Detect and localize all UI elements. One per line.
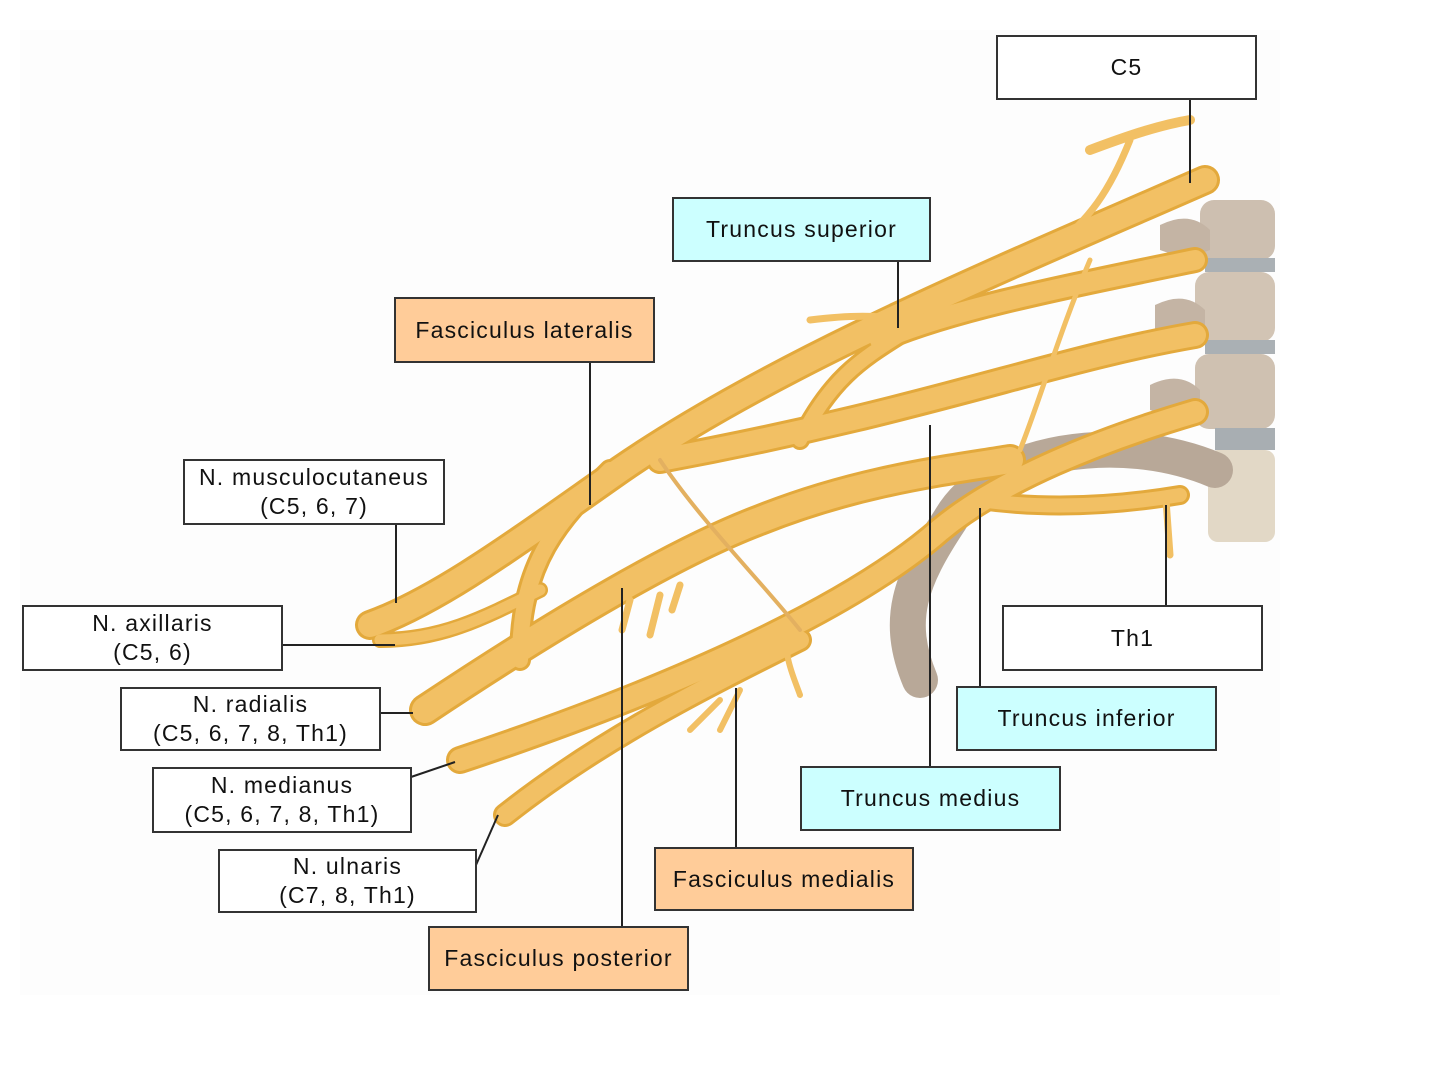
nerve-name: N. musculocutaneus [199,464,429,490]
nerves [358,115,1217,824]
label-truncus-superior: Truncus superior [672,197,931,262]
label-truncus-inferior: Truncus inferior [956,686,1217,751]
label-fasciculus-lateralis: Fasciculus lateralis [394,297,655,363]
nerve-roots: (C5, 6, 7, 8, Th1) [152,720,349,746]
label-n-axillaris: N. axillaris (C5, 6) [22,605,283,671]
label-fasciculus-posterior: Fasciculus posterior [428,926,689,991]
label-c5: C5 [996,35,1257,100]
label-fasciculus-medialis: Fasciculus medialis [654,847,914,911]
nerve-name: N. medianus [210,772,354,798]
nerve-roots: (C5, 6, 7) [260,493,368,519]
label-n-ulnaris: N. ulnaris (C7, 8, Th1) [218,849,477,913]
label-n-radialis: N. radialis (C5, 6, 7, 8, Th1) [120,687,381,751]
label-th1: Th1 [1002,605,1263,671]
nerve-roots: (C5, 6) [113,639,192,665]
nerve-name: N. ulnaris [292,853,403,879]
nerve-roots: (C5, 6, 7, 8, Th1) [184,801,380,827]
nerve-name: N. axillaris [92,610,213,636]
label-truncus-medius: Truncus medius [800,766,1061,831]
label-n-medianus: N. medianus (C5, 6, 7, 8, Th1) [152,767,412,833]
label-n-musculocutaneus: N. musculocutaneus (C5, 6, 7) [183,459,445,525]
leader-lines [282,99,1191,926]
nerve-name: N. radialis [192,691,309,717]
nerve-roots: (C7, 8, Th1) [279,882,416,908]
